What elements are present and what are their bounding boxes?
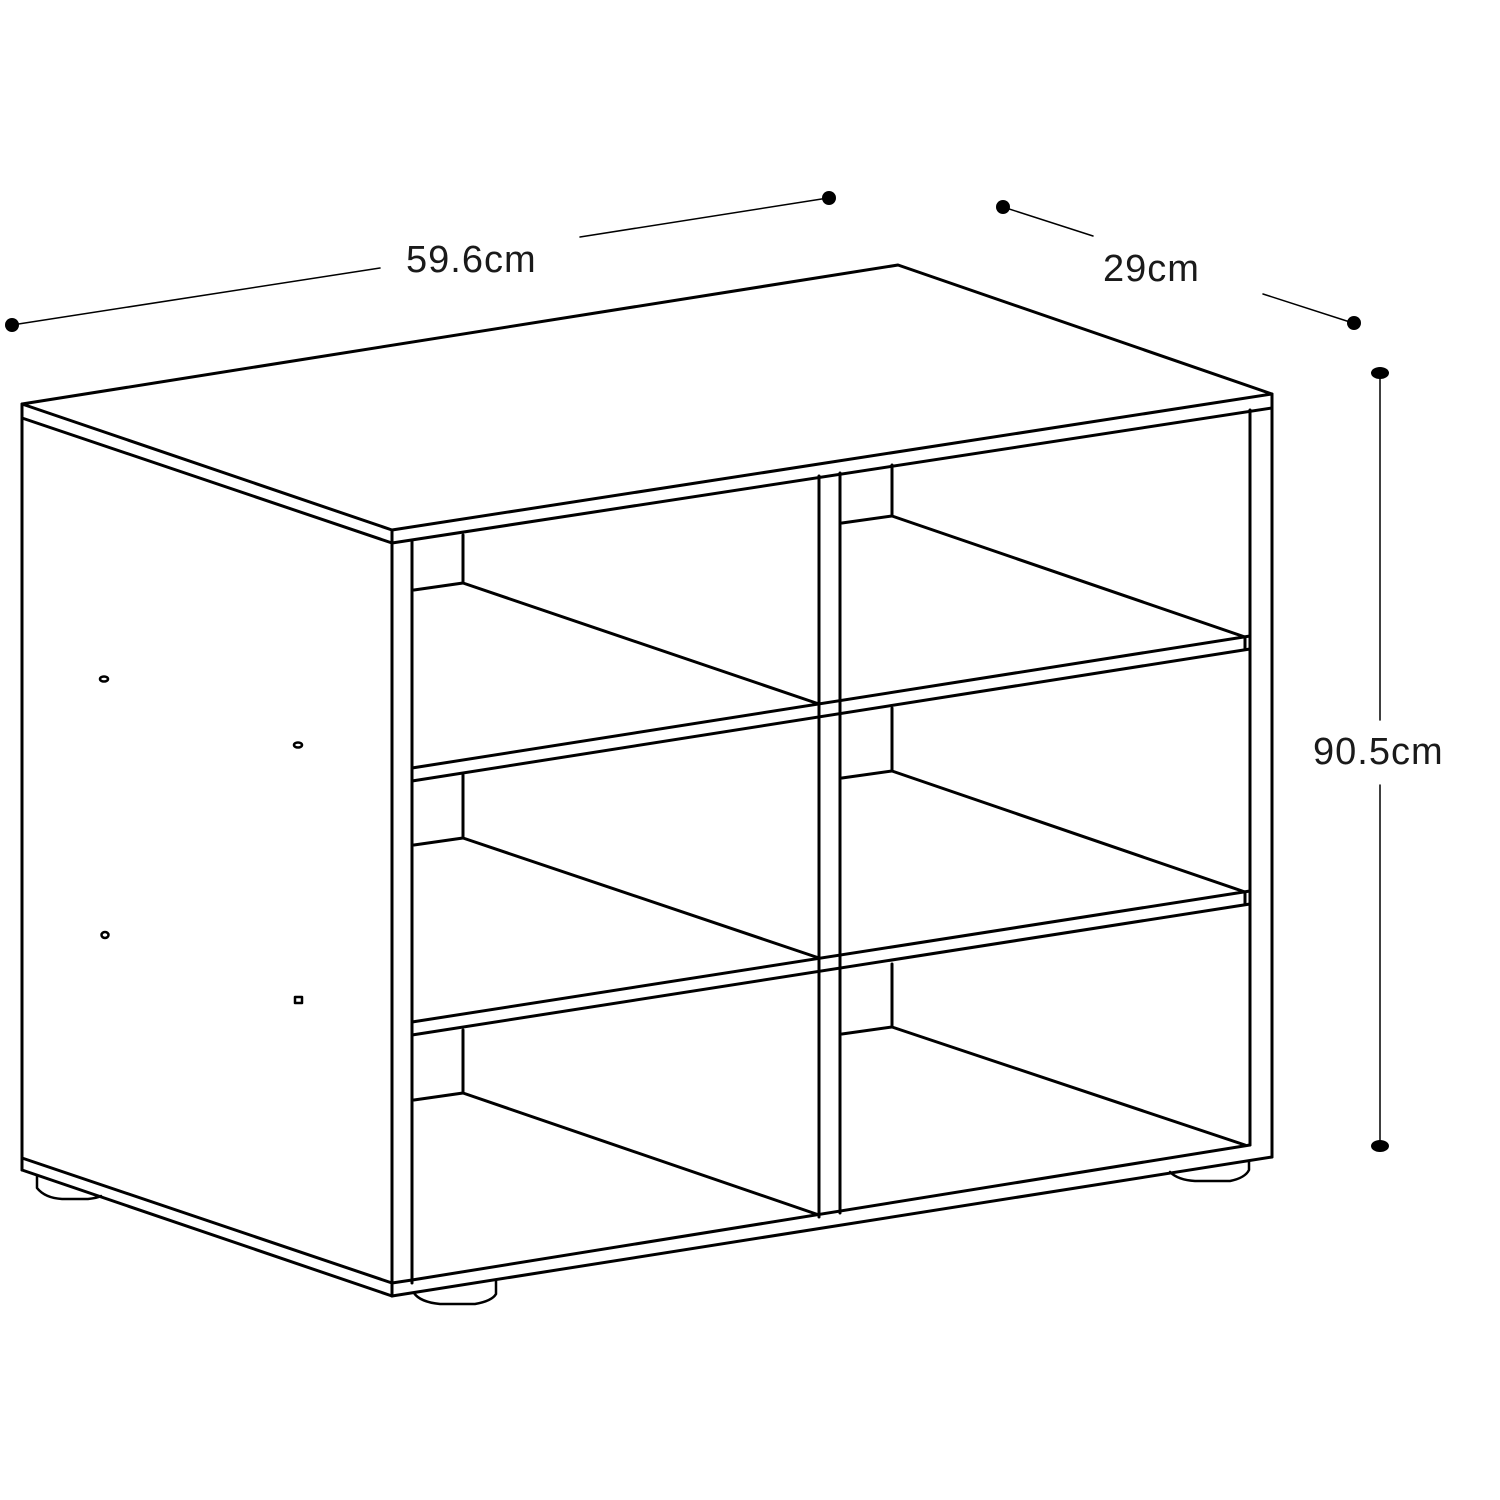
hole-icon <box>98 675 110 683</box>
hole-icon <box>292 741 304 749</box>
depth-dimension-line <box>1002 206 1354 324</box>
compartment-left-bottom <box>412 1028 821 1217</box>
bottom-panel <box>390 1143 1274 1298</box>
vertical-divider <box>817 471 842 1219</box>
foot-front-left <box>412 1279 498 1306</box>
top-panel <box>20 263 1274 545</box>
compartment-left-top <box>412 533 821 706</box>
compartment-right-bottom <box>840 962 1247 1147</box>
right-side-panel <box>1248 406 1274 1159</box>
shelf-upper <box>410 634 1252 783</box>
compartment-left-middle <box>412 773 821 960</box>
foot-front-right <box>1168 1159 1251 1183</box>
hole-icon <box>293 995 304 1005</box>
height-dimension-label: 90.5cm <box>1313 731 1444 773</box>
hole-icon <box>100 930 110 940</box>
compartment-right-middle <box>840 706 1247 894</box>
dimension-endpoints <box>5 191 1389 1152</box>
width-dimension-label: 59.6cm <box>406 239 537 281</box>
side-panel-holes <box>98 675 304 1005</box>
foot-back-left <box>35 1174 103 1201</box>
depth-dimension-label: 29cm <box>1103 248 1200 290</box>
width-dimension-line <box>11 197 829 326</box>
shelf-lower <box>410 889 1252 1037</box>
left-side-panel <box>20 416 414 1298</box>
feet <box>35 1159 1251 1306</box>
compartment-right-top <box>840 463 1247 639</box>
